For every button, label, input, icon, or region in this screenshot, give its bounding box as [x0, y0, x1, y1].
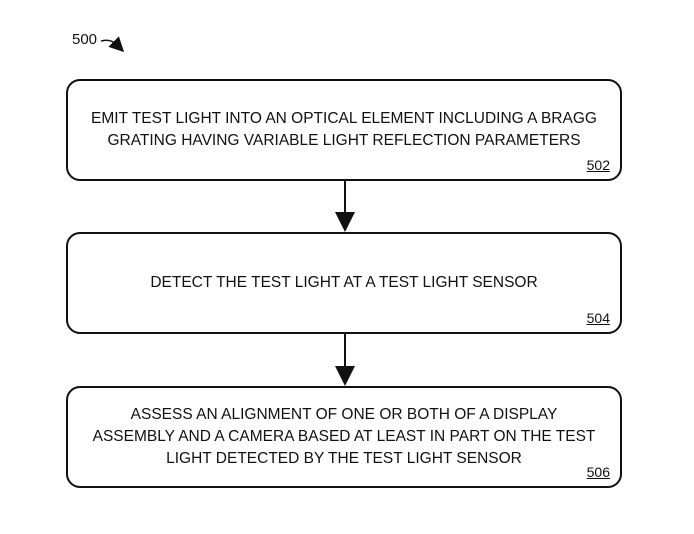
step-ref: 504 — [586, 310, 610, 326]
step-line: EMIT TEST LIGHT INTO AN OPTICAL ELEMENT … — [91, 110, 597, 127]
label-arrow — [100, 36, 125, 53]
step-line: GRATING HAVING VARIABLE LIGHT REFLECTION… — [107, 132, 581, 149]
step-ref: 502 — [586, 157, 610, 173]
step-text: EMIT TEST LIGHT INTO AN OPTICAL ELEMENT … — [68, 108, 620, 152]
step-506-box: ASSESS AN ALIGNMENT OF ONE OR BOTH OF A … — [66, 386, 622, 488]
step-502-box: EMIT TEST LIGHT INTO AN OPTICAL ELEMENT … — [66, 79, 622, 181]
step-line: LIGHT DETECTED BY THE TEST LIGHT SENSOR — [166, 450, 522, 467]
step-text: ASSESS AN ALIGNMENT OF ONE OR BOTH OF A … — [68, 404, 620, 470]
step-504-box: DETECT THE TEST LIGHT AT A TEST LIGHT SE… — [66, 232, 622, 334]
step-line: DETECT THE TEST LIGHT AT A TEST LIGHT SE… — [150, 274, 538, 291]
step-line: ASSEMBLY AND A CAMERA BASED AT LEAST IN … — [92, 428, 596, 445]
step-text: DETECT THE TEST LIGHT AT A TEST LIGHT SE… — [68, 272, 620, 294]
step-ref: 506 — [586, 464, 610, 480]
step-line: ASSESS AN ALIGNMENT OF ONE OR BOTH OF A … — [130, 406, 558, 423]
figure-label: 500 — [72, 31, 98, 48]
